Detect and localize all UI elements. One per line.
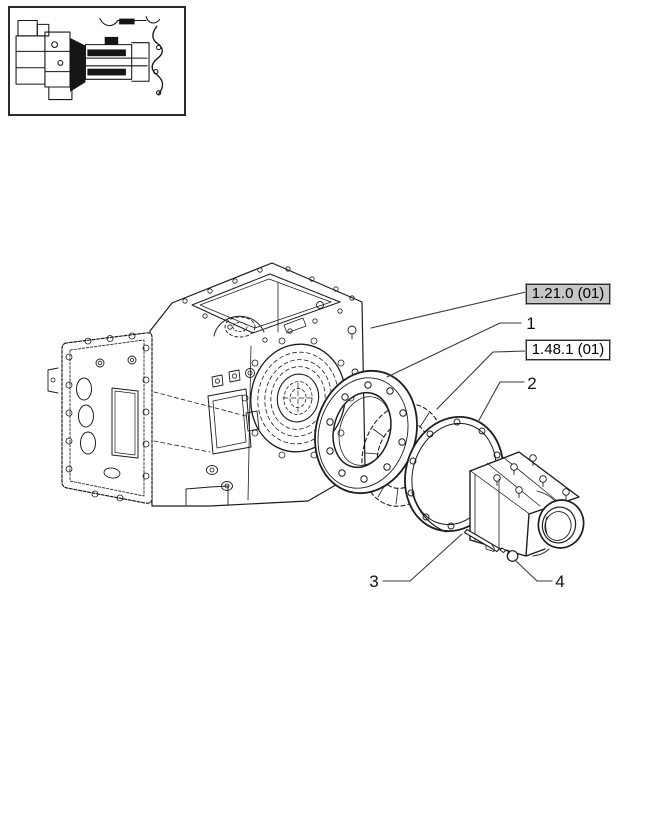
part-2-axle-housing[interactable] bbox=[390, 404, 588, 559]
part-4-plug-ball[interactable] bbox=[506, 550, 519, 562]
ref-link-1-21-0[interactable]: 1.21.0 (01) bbox=[525, 283, 611, 305]
overview-thumbnail bbox=[8, 6, 186, 116]
tractor-cross-section-sketch bbox=[15, 16, 164, 101]
transmission-housing[interactable] bbox=[47, 262, 366, 507]
leader-ref-1210 bbox=[370, 291, 527, 329]
callout-2[interactable]: 2 bbox=[527, 374, 537, 393]
part-3-pin[interactable] bbox=[463, 528, 506, 553]
ring-bolt-holes bbox=[326, 381, 407, 483]
leader-callout-2 bbox=[477, 381, 525, 423]
callout-4[interactable]: 4 bbox=[555, 572, 565, 591]
leader-ref-1481 bbox=[436, 350, 527, 410]
callout-3[interactable]: 3 bbox=[369, 572, 379, 591]
top-frame-bolt-holes bbox=[182, 266, 355, 343]
part-1-flange-ring[interactable] bbox=[301, 359, 431, 506]
leader-callout-1 bbox=[386, 322, 522, 378]
leader-callout-4 bbox=[514, 559, 553, 582]
left-flange-plate bbox=[47, 332, 153, 504]
callout-1[interactable]: 1 bbox=[526, 314, 536, 333]
studs bbox=[493, 454, 570, 500]
internal-gear-dome bbox=[213, 315, 265, 337]
ref-link-1-48-1[interactable]: 1.48.1 (01) bbox=[525, 339, 611, 361]
leader-callout-3 bbox=[382, 533, 463, 582]
flange-bolt-holes bbox=[65, 332, 150, 502]
leader-lines bbox=[370, 291, 553, 582]
